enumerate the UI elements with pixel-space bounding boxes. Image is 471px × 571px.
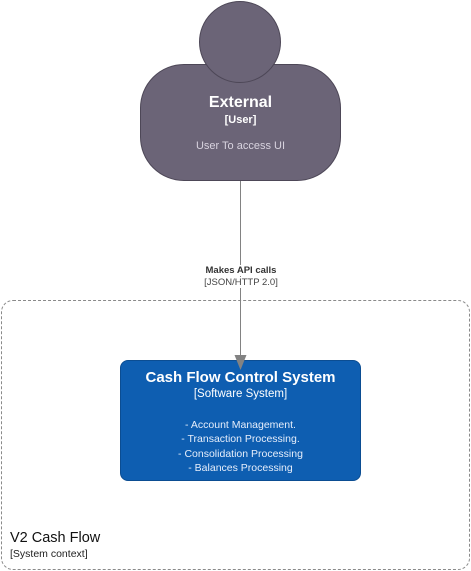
arrowhead-icon (234, 355, 247, 370)
system-description: - Account Management. - Transaction Proc… (120, 418, 361, 475)
boundary-type: [System context] (10, 548, 88, 560)
relationship-technology: [JSON/HTTP 2.0] (141, 277, 341, 288)
system-context-boundary (1, 300, 470, 570)
person-type: [User] (224, 114, 257, 126)
system-description-line: - Transaction Processing. (181, 433, 300, 446)
person-title: External (208, 94, 273, 111)
person-body[interactable] (140, 64, 341, 181)
relationship-label: Makes API calls (141, 265, 341, 276)
system-description-line: - Balances Processing (188, 461, 293, 474)
system-title: Cash Flow Control System (145, 369, 336, 386)
system-description-line: - Consolidation Processing (178, 447, 303, 460)
system-type: [Software System] (193, 388, 288, 400)
boundary-title: V2 Cash Flow (10, 530, 101, 546)
person-head[interactable] (199, 1, 281, 83)
person-description: User To access UI (195, 140, 286, 152)
system-description-line: - Account Management. (185, 419, 296, 431)
software-system-box[interactable] (120, 360, 361, 481)
